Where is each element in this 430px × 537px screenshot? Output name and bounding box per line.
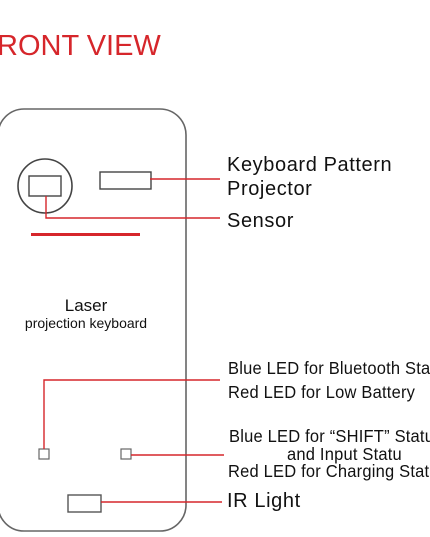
label-red-led-charging: Red LED for Charging Stat (228, 462, 430, 482)
label-blue-led-shift: Blue LED for “SHIFT” Statu (229, 427, 430, 447)
device-subtitle: projection keyboard (24, 315, 148, 331)
led-right (120, 448, 132, 460)
label-sensor: Sensor (227, 210, 294, 232)
projector-window (99, 171, 152, 190)
label-projector-line2: Projector (227, 178, 313, 200)
ir-window (67, 494, 102, 513)
page-title: RONT VIEW (0, 30, 161, 62)
label-input-status: and Input Statu (287, 445, 402, 465)
device-title: Laser (64, 296, 108, 315)
label-blue-led-bluetooth: Blue LED for Bluetooth Sta (228, 359, 430, 379)
laser-bar (31, 233, 140, 236)
label-red-led-battery: Red LED for Low Battery (228, 383, 416, 403)
leader-led-left (43, 379, 220, 449)
label-ir-light: IR Light (227, 490, 301, 512)
sensor-window (28, 175, 62, 197)
leader-sensor (45, 196, 220, 219)
label-projector-line1: Keyboard Pattern (227, 154, 393, 176)
led-left (38, 448, 50, 460)
